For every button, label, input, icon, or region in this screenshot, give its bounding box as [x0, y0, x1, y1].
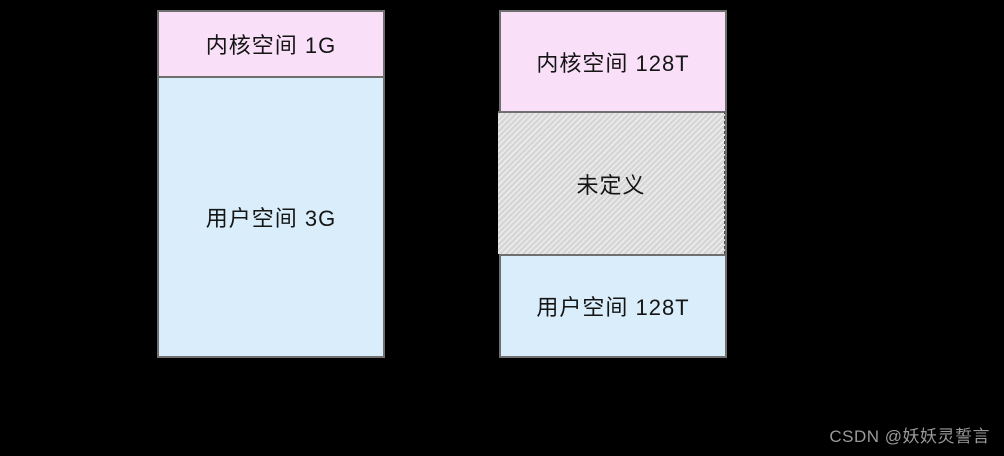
user-space-section-64bit: 用户空间 128T — [501, 254, 725, 356]
undefined-space-label-64bit: 未定义 — [576, 172, 646, 198]
csdn-watermark: CSDN @妖妖灵誓言 — [829, 427, 990, 446]
user-space-section-32bit: 用户空间 3G — [159, 76, 383, 356]
memory-column-32bit: 内核空间 1G 用户空间 3G — [157, 10, 385, 358]
kernel-space-section-32bit: 内核空间 1G — [159, 12, 383, 76]
undefined-space-section-64bit: 未定义 — [498, 111, 725, 254]
user-space-label-32bit: 用户空间 3G — [205, 206, 337, 231]
kernel-space-label-64bit: 内核空间 128T — [536, 50, 690, 76]
user-space-label-64bit: 用户空间 128T — [536, 295, 690, 320]
kernel-space-label-32bit: 内核空间 1G — [205, 33, 337, 58]
memory-column-64bit: 内核空间 128T 未定义 用户空间 128T — [498, 10, 727, 358]
kernel-space-section-64bit: 内核空间 128T — [501, 12, 725, 111]
